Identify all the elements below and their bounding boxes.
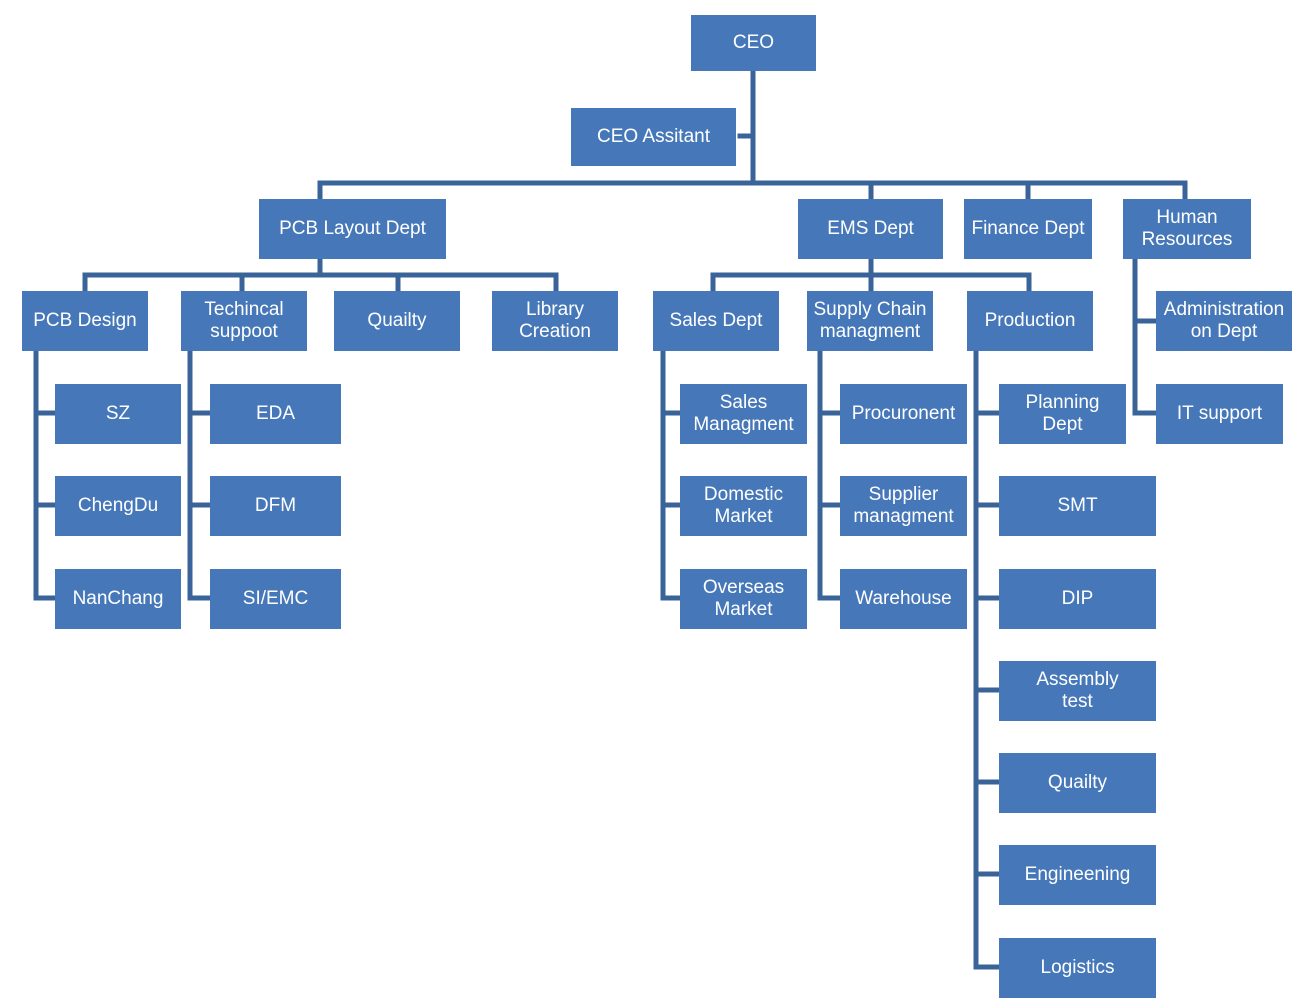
production-box: Production xyxy=(967,291,1093,351)
technical-support-item: EDA xyxy=(210,384,341,444)
library-creation-label: Library Creation xyxy=(519,299,591,342)
supply-chain-label: Supply Chain managment xyxy=(813,299,927,342)
pcb-design-label: PCB Design xyxy=(33,310,137,331)
production-item-label: Assembly test xyxy=(1036,669,1119,712)
supply-chain-item: Procuronent xyxy=(840,384,967,444)
supply-chain-item-label: Warehouse xyxy=(855,588,952,609)
production-item-label: Planning Dept xyxy=(1025,392,1100,435)
production-item: Planning Dept xyxy=(999,384,1126,444)
sales-item: Sales Managment xyxy=(680,384,807,444)
production-item: Quailty xyxy=(999,753,1156,813)
ems-dept-label: EMS Dept xyxy=(827,218,914,239)
human-resources-label: Human Resources xyxy=(1141,207,1233,250)
production-item-label: Logistics xyxy=(1040,957,1115,978)
sales-item-label: Sales Managment xyxy=(693,392,794,435)
production-item-label: DIP xyxy=(1061,588,1094,609)
hr-item-label: IT support xyxy=(1176,403,1263,424)
pcb-design-item-label: ChengDu xyxy=(77,495,159,516)
hr-item: Administration on Dept xyxy=(1156,291,1292,351)
ceo-box: CEO xyxy=(691,15,816,71)
supply-chain-item-label: Supplier managment xyxy=(853,484,954,527)
sales-dept-label: Sales Dept xyxy=(669,310,763,331)
technical-support-box: Techincal suppoot xyxy=(181,291,307,351)
sales-item: Domestic Market xyxy=(680,476,807,536)
production-item-label: Quailty xyxy=(1047,772,1108,793)
hr-item-label: Administration on Dept xyxy=(1163,299,1285,342)
pcb-quality-label: Quailty xyxy=(367,310,427,331)
supply-chain-item: Warehouse xyxy=(840,569,967,629)
technical-support-item-label: EDA xyxy=(255,403,296,424)
sales-dept-box: Sales Dept xyxy=(653,291,779,351)
pcb-layout-dept-label: PCB Layout Dept xyxy=(279,218,426,239)
production-label: Production xyxy=(984,310,1076,331)
pcb-layout-dept-box: PCB Layout Dept xyxy=(259,199,446,259)
human-resources-box: Human Resources xyxy=(1123,199,1251,259)
technical-support-item-label: DFM xyxy=(254,495,297,516)
sales-item-label: Domestic Market xyxy=(703,484,784,527)
production-item: DIP xyxy=(999,569,1156,629)
pcb-design-item: NanChang xyxy=(55,569,181,629)
technical-support-item: SI/EMC xyxy=(210,569,341,629)
sales-item-label: Overseas Market xyxy=(702,577,785,620)
pcb-design-item-label: SZ xyxy=(105,403,131,424)
ceo-assistant-box: CEO Assitant xyxy=(571,108,736,166)
technical-support-item: DFM xyxy=(210,476,341,536)
pcb-design-box: PCB Design xyxy=(22,291,148,351)
production-item: SMT xyxy=(999,476,1156,536)
production-item-label: Engineening xyxy=(1024,864,1131,885)
finance-dept-box: Finance Dept xyxy=(964,199,1092,259)
technical-support-label: Techincal suppoot xyxy=(204,299,284,342)
sales-item: Overseas Market xyxy=(680,569,807,629)
finance-dept-label: Finance Dept xyxy=(971,218,1085,239)
pcb-design-item-label: NanChang xyxy=(72,588,164,609)
pcb-design-item: SZ xyxy=(55,384,181,444)
supply-chain-item: Supplier managment xyxy=(840,476,967,536)
ceo-assistant-label: CEO Assitant xyxy=(597,126,710,147)
pcb-quality-box: Quailty xyxy=(334,291,460,351)
production-item-label: SMT xyxy=(1057,495,1098,516)
ems-dept-box: EMS Dept xyxy=(798,199,943,259)
supply-chain-item-label: Procuronent xyxy=(851,403,956,424)
supply-chain-box: Supply Chain managment xyxy=(807,291,933,351)
technical-support-item-label: SI/EMC xyxy=(242,588,309,609)
hr-item: IT support xyxy=(1156,384,1283,444)
library-creation-box: Library Creation xyxy=(492,291,618,351)
production-item: Logistics xyxy=(999,938,1156,998)
production-item: Assembly test xyxy=(999,661,1156,721)
ceo-label: CEO xyxy=(732,32,775,53)
production-item: Engineening xyxy=(999,845,1156,905)
pcb-design-item: ChengDu xyxy=(55,476,181,536)
